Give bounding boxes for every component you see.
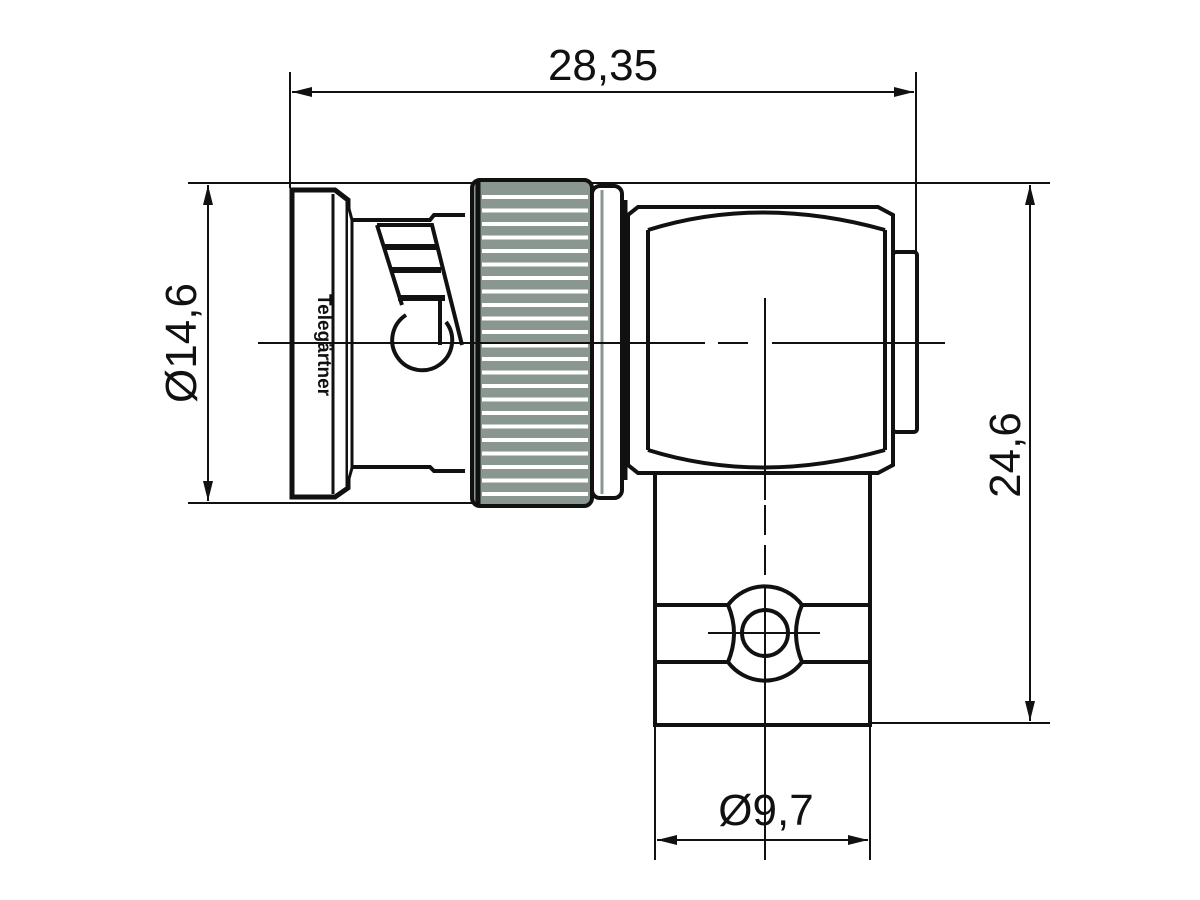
dimension-label-front-diameter: Ø14,6 — [157, 283, 206, 403]
dimension-cable-diameter — [654, 725, 871, 860]
cable-stem — [653, 471, 872, 727]
dimension-label-height: 24,6 — [981, 412, 1030, 498]
brand-logo: Telegärtner — [313, 294, 334, 397]
dimension-front-diameter — [188, 182, 1050, 504]
dimension-overall-height — [870, 185, 1050, 724]
bayonet-body — [352, 213, 465, 473]
center-lines — [258, 298, 945, 860]
dimension-overall-length — [289, 72, 917, 252]
dimension-label-length: 28,35 — [548, 41, 658, 90]
angle-housing — [620, 200, 919, 480]
